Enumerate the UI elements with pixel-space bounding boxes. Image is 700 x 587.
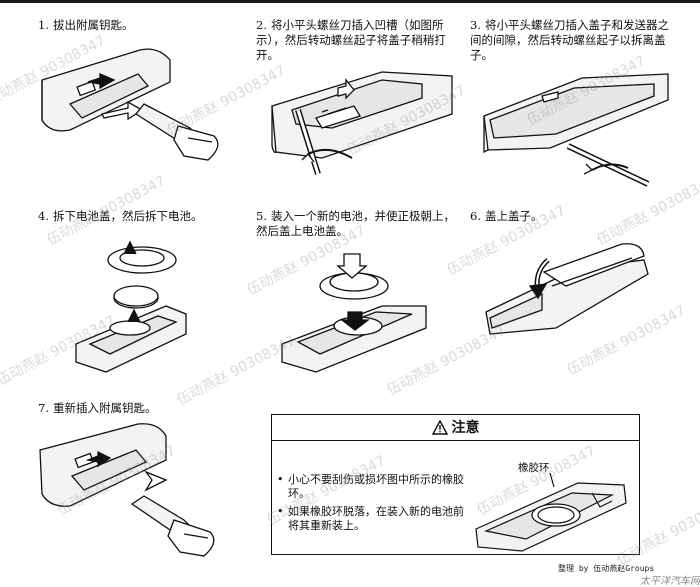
step-3-illustration [483,73,669,187]
caution-header: 注意 [272,415,639,441]
step-3-text: 3.将小平头螺丝刀插入盖子和发送器之间的间隙，然后转动螺丝起子以拆离盖子。 [470,18,670,63]
step-4-text: 4.拆下电池盖，然后拆下电池。 [38,209,238,224]
step-5-description: 装入一个新的电池，并使正极朝上，然后盖上电池盖。 [256,209,455,238]
step-7-illustration [39,423,215,557]
step-4-number: 4. [38,209,49,223]
warning-triangle-icon [431,419,448,435]
step-5-number: 5. [256,209,267,223]
step-1-description: 拔出附属钥匙。 [52,18,134,32]
step-6-illustration [485,243,649,335]
step-6-number: 6. [470,209,481,223]
step-6-description: 盖上盖子。 [484,209,543,223]
step-3-description: 将小平头螺丝刀插入盖子和发送器之间的间隙，然后转动螺丝起子以拆离盖子。 [470,18,669,62]
step-2-number: 2. [256,18,267,32]
step-4-illustration [75,240,187,373]
step-3-number: 3. [470,18,481,32]
step-1-text: 1.拔出附属钥匙。 [38,18,228,33]
rubber-ring-label: 橡胶环 [518,462,550,474]
step-7-description: 重新插入附属钥匙。 [52,401,157,415]
caution-item: 如果橡胶环脱落，在装入新的电池前将其重新装上。 [276,505,471,533]
footer-brand-logo: 太平洋汽车网 [640,576,700,587]
step-5-illustration [281,253,427,373]
step-1-illustration [41,48,219,161]
step-1-number: 1. [38,18,49,32]
footer-credit: 整理 by 伍动燕赵Groups [558,564,655,573]
step-2-text: 2.将小平头螺丝刀插入凹槽（如图所示），然后转动螺丝起子将盖子稍稍打开。 [256,18,456,63]
step-7-text: 7.重新插入附属钥匙。 [38,401,238,416]
caution-item: 小心不要刮伤或损坏图中所示的橡胶环。 [276,473,471,501]
rubber-ring-illustration [475,473,627,552]
step-2-illustration [271,71,453,175]
caution-title: 注意 [451,420,480,436]
step-5-text: 5.装入一个新的电池，并使正极朝上，然后盖上电池盖。 [256,209,456,239]
step-2-description: 将小平头螺丝刀插入凹槽（如图所示），然后转动螺丝起子将盖子稍稍打开。 [256,18,446,62]
top-rule [0,0,700,3]
caution-box: 注意 小心不要刮伤或损坏图中所示的橡胶环。 如果橡胶环脱落，在装入新的电池前将其… [271,414,640,555]
step-6-text: 6.盖上盖子。 [470,209,670,224]
step-7-number: 7. [38,401,49,415]
caution-list: 小心不要刮伤或损坏图中所示的橡胶环。 如果橡胶环脱落，在装入新的电池前将其重新装… [276,473,471,537]
step-4-description: 拆下电池盖，然后拆下电池。 [52,209,203,223]
